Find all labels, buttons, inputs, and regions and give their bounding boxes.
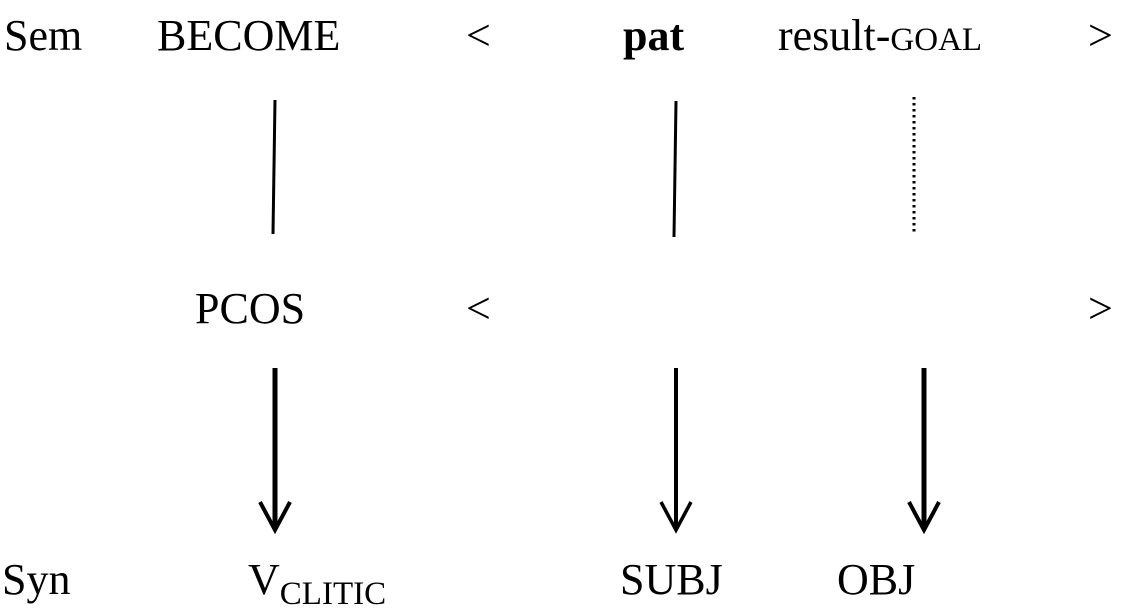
syn-subj: SUBJ: [620, 555, 723, 604]
mid-to-subj-arrow-icon: [659, 368, 693, 534]
verb-subscript-clitic: CLITIC: [279, 576, 387, 612]
become-link-line: [271, 99, 277, 235]
mid-predicate-pcos: PCOS: [195, 284, 306, 333]
mid-close-bracket: >: [1088, 284, 1113, 333]
verb-v: V: [248, 555, 280, 604]
sem-predicate-become: BECOME: [157, 11, 341, 60]
mid-open-bracket: <: [466, 284, 491, 333]
sem-arg-result-goal: result-GOAL: [778, 14, 982, 58]
syn-verb-clitic: VCLITIC: [248, 555, 386, 611]
sem-row-label: Sem: [4, 11, 83, 60]
syn-obj: OBJ: [837, 555, 916, 604]
pcos-to-vclitic-arrow-icon: [258, 368, 292, 535]
sem-open-bracket: <: [466, 11, 491, 60]
pat-link-line: [672, 100, 678, 238]
goal-smallcaps: GOAL: [890, 22, 983, 58]
result-prefix: result-: [778, 11, 891, 60]
syn-row-label: Syn: [2, 555, 71, 604]
mid-to-obj-arrow-icon: [907, 368, 941, 535]
sem-close-bracket: >: [1088, 11, 1113, 60]
sem-arg-pat: pat: [623, 11, 685, 60]
